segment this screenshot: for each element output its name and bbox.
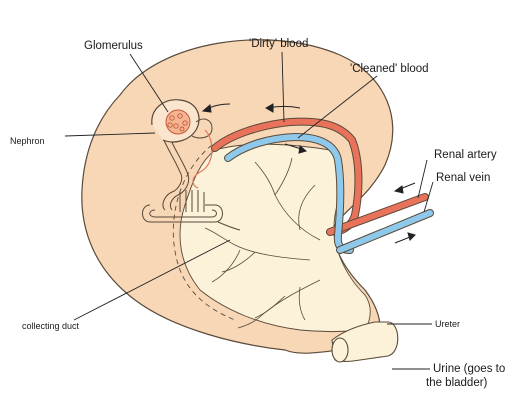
label-nephron: Nephron — [10, 136, 45, 146]
label-dirty-blood: 'Dirty' blood — [249, 38, 308, 50]
label-cleaned-blood: 'Cleaned' blood — [350, 63, 429, 75]
label-renal-vein: Renal vein — [436, 172, 490, 184]
label-urine-line2: the bladder) — [426, 377, 488, 389]
label-glomerulus: Glomerulus — [84, 40, 143, 52]
ureter-opening — [332, 338, 348, 362]
label-renal-artery: Renal artery — [434, 149, 497, 161]
glomerulus-knot — [166, 110, 190, 134]
label-urine-line1: Urine (goes to — [433, 363, 505, 375]
label-collecting-duct: collecting duct — [22, 321, 80, 331]
label-ureter: Ureter — [435, 319, 460, 329]
